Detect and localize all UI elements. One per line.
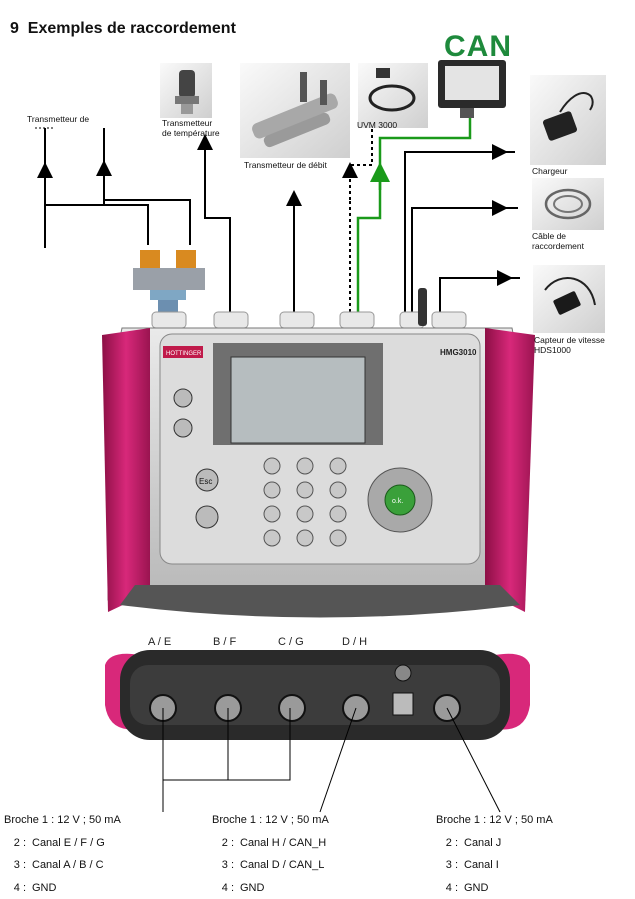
svg-text:HOTTINGER: HOTTINGER (166, 351, 202, 357)
cable-photo (532, 178, 604, 230)
pinout-row: 2 :Canal H / CAN_H (212, 832, 329, 855)
label-flow-transmitter: Transmetteur de débit (244, 160, 327, 170)
channel-label-dh: D / H (342, 636, 367, 648)
charger-photo (530, 75, 606, 165)
pinout-row: 4 :GND (212, 877, 329, 899)
pinout-3-pin1: Broche 1 : 12 V ; 50 mA (436, 809, 553, 832)
pinout-2-pin1: Broche 1 : 12 V ; 50 mA (212, 809, 329, 832)
channel-label-cg: C / G (278, 636, 304, 648)
can-logo: CAN (444, 30, 512, 63)
pressure-transmitter-photo (160, 63, 212, 118)
label-temperature-line1: Transmetteur (162, 118, 220, 128)
device-front: HOTTINGER HMG3010 Esc o.k. (102, 328, 535, 618)
pinout-1-pin1: Broche 1 : 12 V ; 50 mA (4, 809, 121, 832)
label-charger: Chargeur (532, 166, 567, 176)
plugged-connector (418, 288, 427, 326)
uvm-3000-photo (358, 63, 428, 128)
device-model: HMG3010 (440, 348, 477, 357)
ok-key: o.k. (392, 498, 403, 505)
esc-key: Esc (199, 477, 212, 486)
pinout-row: 3 :Canal I (436, 854, 553, 877)
label-temperature-transmitter: Transmetteur de température (162, 118, 220, 138)
label-cable-line1: Câble de (532, 231, 584, 241)
flow-transmitter-photo (240, 63, 350, 158)
label-speed-line2: HDS1000 (534, 345, 605, 355)
pinout-block-1: Broche 1 : 12 V ; 50 mA 2 :Canal E / F /… (4, 809, 121, 899)
label-uvm-3000: UVM 3000 (357, 120, 397, 130)
label-pressure-transmitter: Transmetteur de (27, 114, 89, 124)
label-cable: Câble de raccordement (532, 231, 584, 251)
can-module-photo (438, 60, 506, 118)
channel-label-ae: A / E (148, 636, 171, 648)
pinout-row: 2 :Canal E / F / G (4, 832, 121, 855)
pinout-row: 4 :GND (436, 877, 553, 899)
speed-sensor-photo (533, 265, 605, 333)
can-connection-line (358, 118, 470, 318)
pinout-block-3: Broche 1 : 12 V ; 50 mA 2 :Canal J 3 :Ca… (436, 809, 553, 899)
can-logo-text: CAN (444, 30, 512, 63)
pinout-row: 4 :GND (4, 877, 121, 899)
pinout-block-2: Broche 1 : 12 V ; 50 mA 2 :Canal H / CAN… (212, 809, 329, 899)
device-bottom-view (105, 650, 530, 740)
label-temperature-line2: de température (162, 128, 220, 138)
pinout-row: 2 :Canal J (436, 832, 553, 855)
label-speed-line1: Capteur de vitesse (534, 335, 605, 345)
label-speed-sensor: Capteur de vitesse HDS1000 (534, 335, 605, 355)
label-cable-line2: raccordement (532, 241, 584, 251)
pinout-row: 3 :Canal A / B / C (4, 854, 121, 877)
dual-adapter (133, 250, 205, 312)
channel-label-bf: B / F (213, 636, 236, 648)
pinout-row: 3 :Canal D / CAN_L (212, 854, 329, 877)
